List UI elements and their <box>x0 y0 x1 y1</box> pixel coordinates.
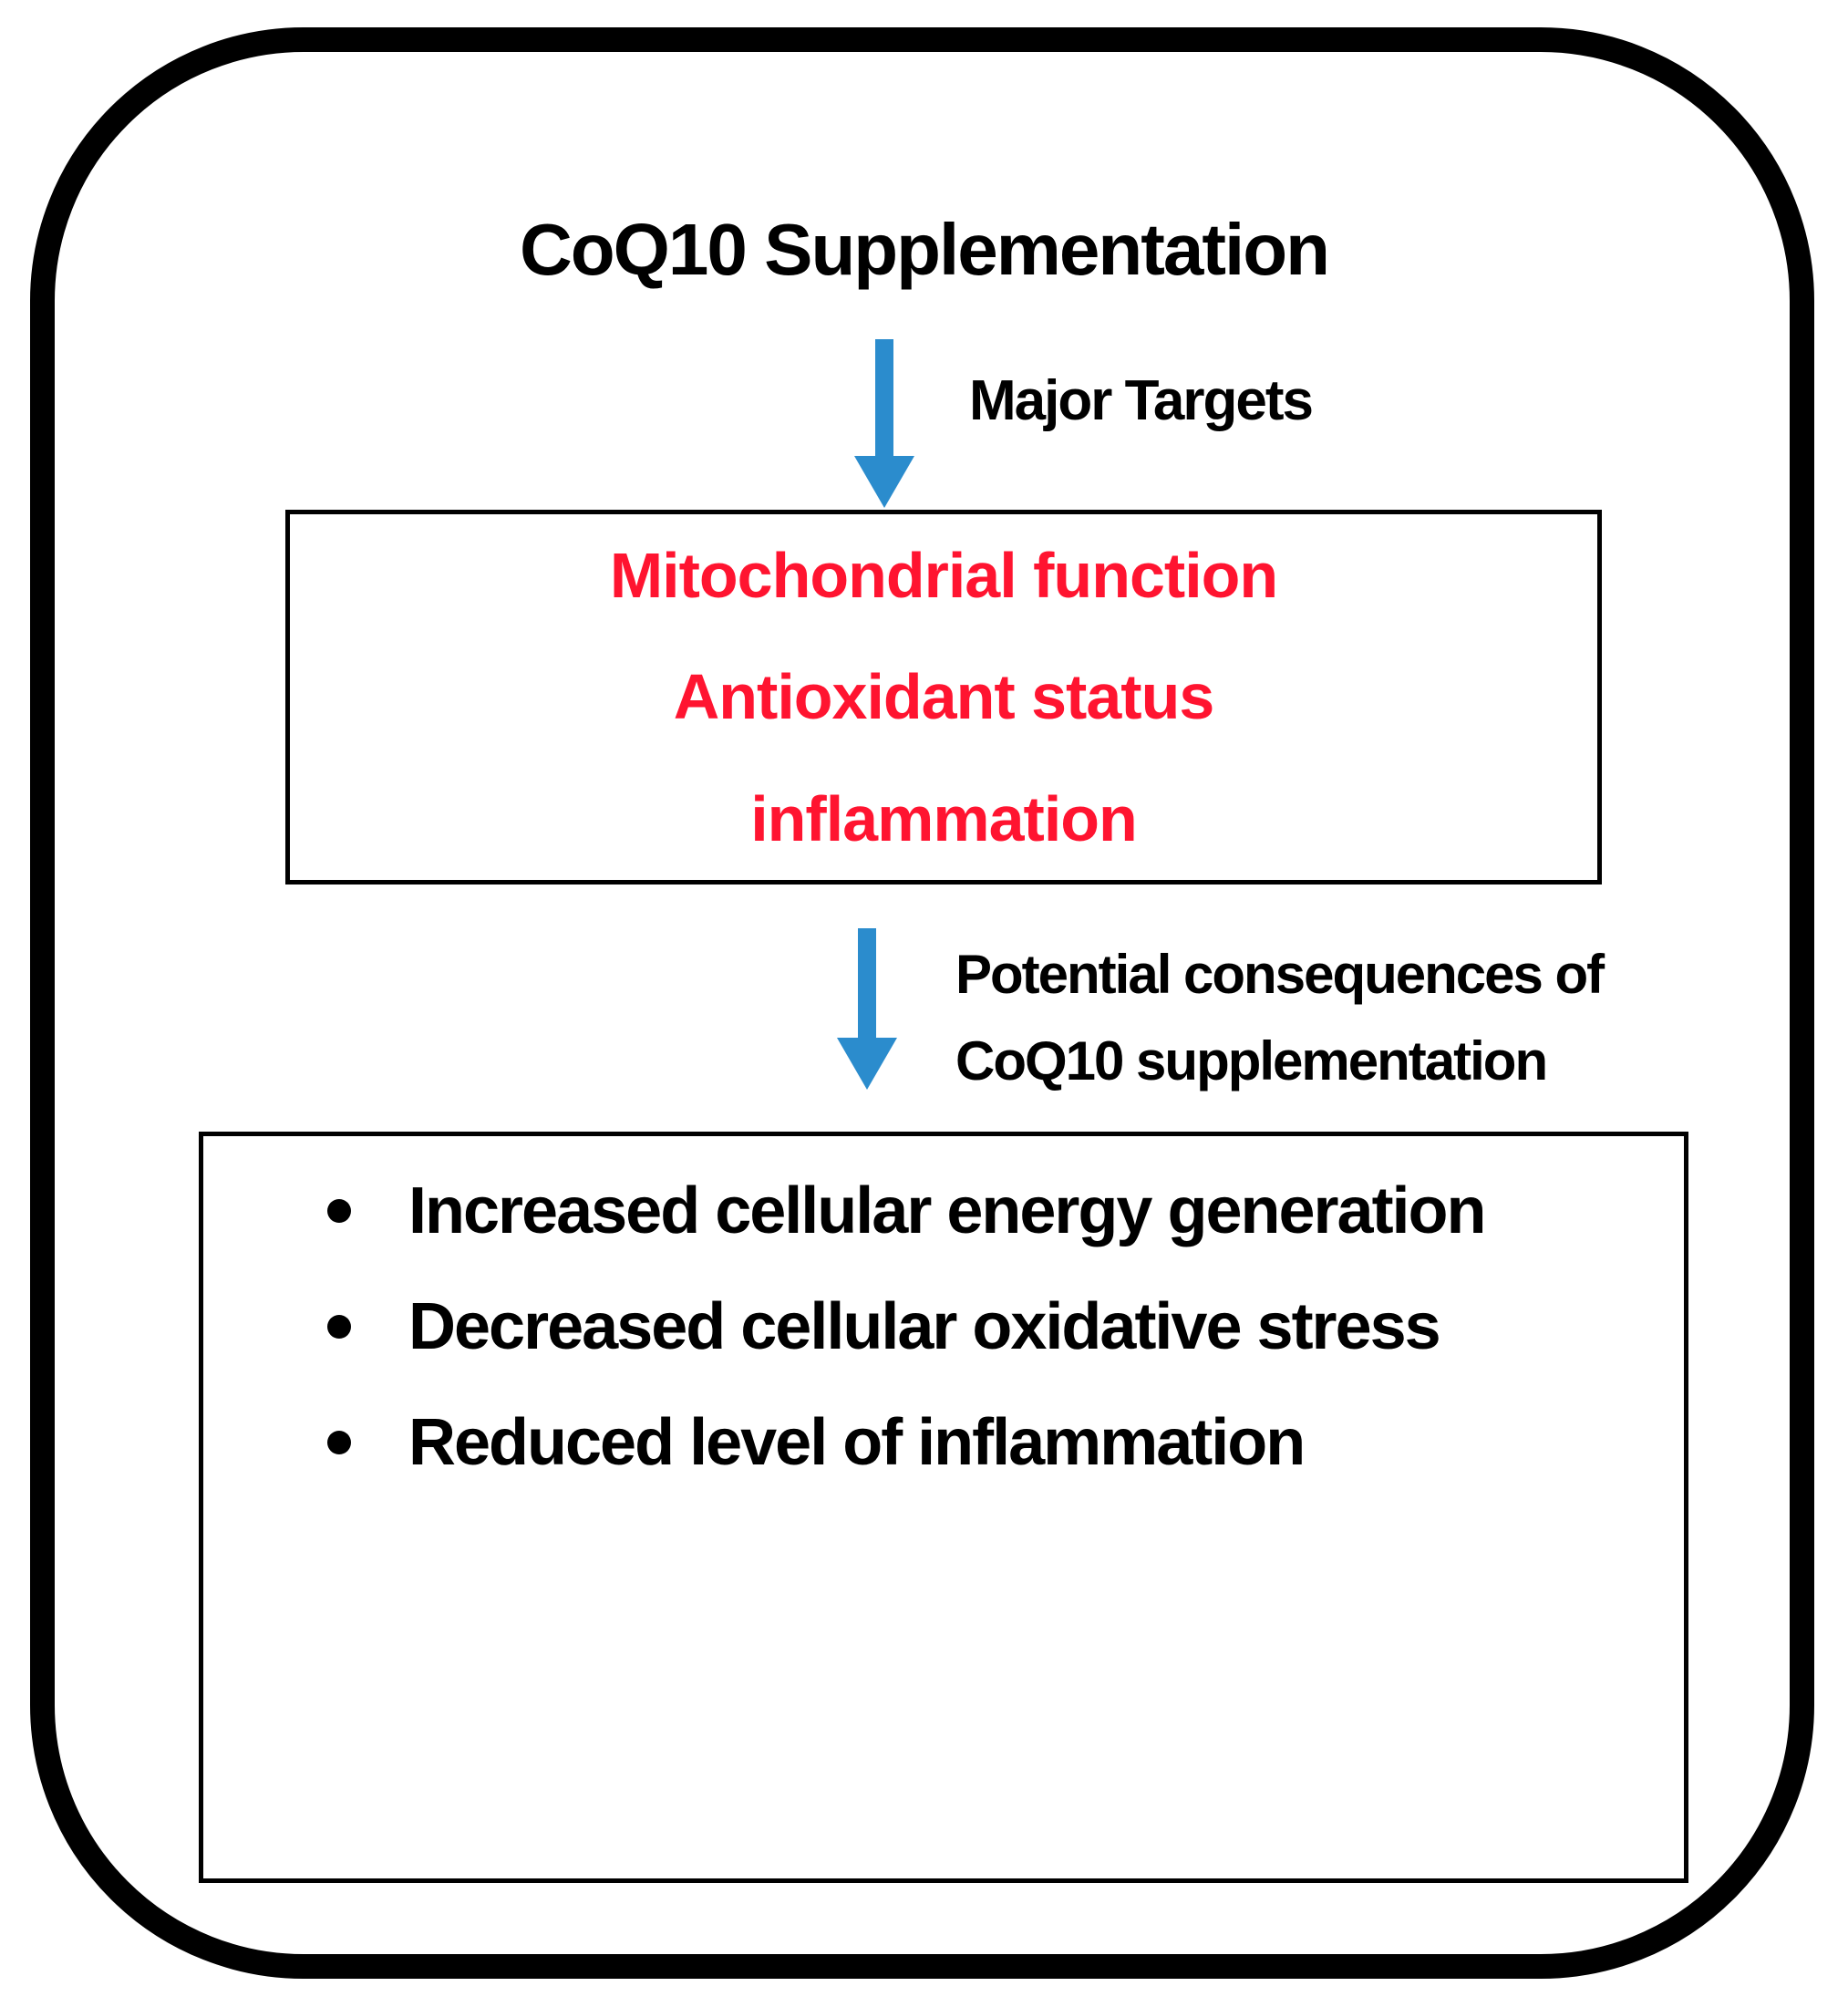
target-item-antioxidant: Antioxidant status <box>673 661 1215 733</box>
down-arrow-1-shaft <box>875 339 893 456</box>
consequences-label-line2: CoQ10 supplementation <box>955 1030 1548 1091</box>
down-arrow-2-shaft <box>858 928 876 1038</box>
bullet-row: Decreased cellular oxidative stress <box>203 1268 1684 1384</box>
consequences-box: Increased cellular energy generation Dec… <box>199 1132 1688 1883</box>
bullet-dot-icon <box>327 1430 351 1454</box>
down-arrow-2-icon <box>837 928 897 1090</box>
bullet-dot-icon <box>327 1198 351 1223</box>
down-arrow-1-head <box>854 456 914 508</box>
page-title: CoQ10 Supplementation <box>520 209 1330 290</box>
bullet-text-energy: Increased cellular energy generation <box>408 1174 1487 1247</box>
target-item-inflammation: inflammation <box>750 783 1138 855</box>
bullet-row: Increased cellular energy generation <box>203 1153 1684 1268</box>
down-arrow-2-head <box>837 1038 897 1090</box>
bullet-text-inflammation: Reduced level of inflammation <box>408 1405 1306 1479</box>
target-item-mitochondrial: Mitochondrial function <box>609 539 1278 611</box>
consequences-arrow-label: Potential consequences of CoQ10 suppleme… <box>955 931 1605 1104</box>
down-arrow-1-icon <box>854 339 914 508</box>
major-targets-label: Major Targets <box>969 369 1314 432</box>
bullet-dot-icon <box>327 1314 351 1339</box>
bullet-row: Reduced level of inflammation <box>203 1384 1684 1500</box>
bullet-text-oxidative: Decreased cellular oxidative stress <box>408 1289 1441 1363</box>
targets-box: Mitochondrial function Antioxidant statu… <box>285 510 1602 885</box>
outer-rounded-frame <box>30 27 1814 1979</box>
consequences-label-line1: Potential consequences of <box>955 944 1605 1005</box>
